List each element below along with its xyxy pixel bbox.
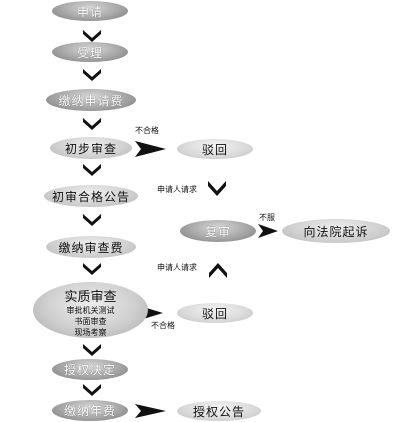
label-applicant-request: 申请人请求 xyxy=(157,263,197,272)
node-sue: 向法院起诉 xyxy=(282,219,390,243)
node-pay-exam-fee: 缴纳审查费 xyxy=(46,236,136,258)
node-apply: 申请 xyxy=(52,1,128,21)
node-prelim-announce: 初审合格公告 xyxy=(44,185,138,207)
node-pay-apply-fee: 缴纳申请费 xyxy=(46,89,136,111)
chevron-down-icon xyxy=(83,344,101,356)
node-grant-decision: 授权决定 xyxy=(52,359,128,380)
chevron-down-icon xyxy=(83,384,101,396)
chevron-up-icon xyxy=(209,263,227,278)
chevron-down-icon xyxy=(83,118,101,130)
substantive-exam-detail: 审批机关测试 xyxy=(66,306,115,315)
chevron-down-icon xyxy=(83,263,101,275)
chevron-down-icon xyxy=(83,164,101,176)
node-reject-1: 驳回 xyxy=(177,139,253,159)
chevron-down-icon xyxy=(83,30,101,42)
substantive-exam-detail: 书面审查 xyxy=(74,317,107,326)
chevron-down-icon xyxy=(83,69,101,81)
label-unqualified: 不合格 xyxy=(135,126,159,135)
node-accept: 受理 xyxy=(52,42,128,62)
label-applicant-request: 申请人请求 xyxy=(157,185,197,194)
node-reexam: 复审 xyxy=(180,220,256,242)
node-grant-announce: 授权公告 xyxy=(177,401,261,421)
node-substantive-exam: 实质审查 审批机关测试 书面审查 现场考察 xyxy=(33,282,148,338)
chevron-right-icon xyxy=(135,141,166,157)
node-reject-2: 驳回 xyxy=(177,303,253,323)
label-unqualified: 不合格 xyxy=(151,321,175,330)
label-disagree: 不服 xyxy=(259,213,275,222)
chevron-right-icon xyxy=(258,224,278,238)
substantive-exam-detail: 现场考察 xyxy=(74,328,107,337)
chevron-right-icon xyxy=(135,404,166,418)
chevron-down-icon xyxy=(83,214,101,226)
node-pay-annual-fee: 缴纳年费 xyxy=(52,400,128,421)
chevron-down-icon xyxy=(208,181,226,196)
substantive-exam-title: 实质审查 xyxy=(64,290,117,305)
node-prelim-exam: 初步审查 xyxy=(50,137,132,159)
